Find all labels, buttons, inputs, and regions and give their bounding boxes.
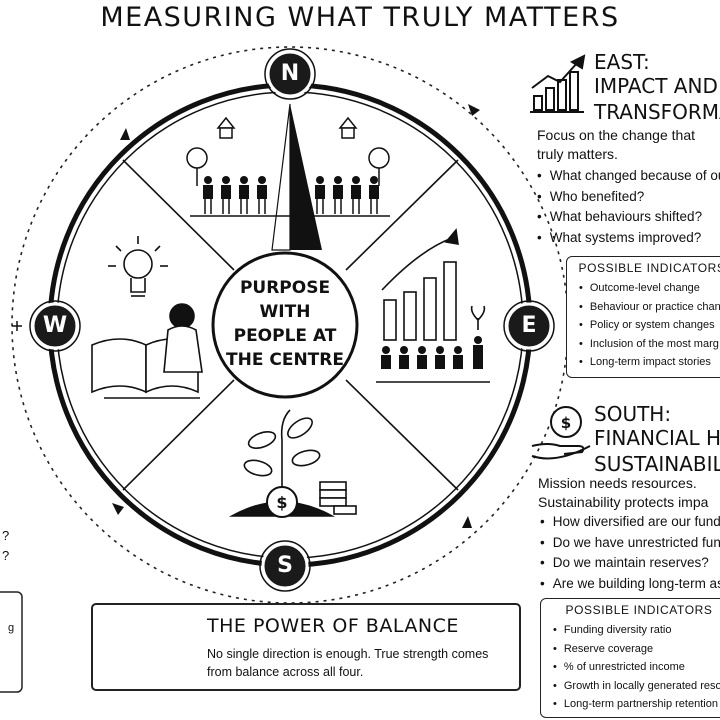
balance-panel: THE POWER OF BALANCE No single direction… — [91, 603, 521, 691]
south-badge — [261, 542, 309, 590]
south-question-4: Are we building long-term as — [540, 574, 720, 595]
center-line-2: WITH — [259, 302, 311, 322]
south-desc-block: Mission needs resources. Sustainability … — [538, 474, 720, 514]
south-title-line-3: SUSTAINABILITY — [594, 452, 720, 476]
east-question-3: What behaviours shifted? — [537, 207, 720, 228]
east-questions-list: What changed because of our Who benefite… — [537, 166, 720, 248]
ring-arrowheads — [112, 104, 480, 528]
south-hand-coin-icon: $ — [531, 406, 591, 460]
wheel-spokes — [122, 159, 459, 491]
south-indicator-3: % of unrestricted income — [553, 658, 720, 677]
east-indicator-3: Policy or system changes — [579, 316, 720, 335]
north-community-illustration — [186, 116, 390, 217]
east-title-line-2: IMPACT AND — [594, 74, 718, 98]
east-indicator-2: Behaviour or practice chan — [579, 298, 720, 317]
center-line-3: PEOPLE AT — [233, 326, 337, 346]
left-fragment-box-text: g — [8, 622, 15, 634]
south-indicator-4: Growth in locally generated reso — [553, 677, 720, 696]
east-indicator-5: Long-term impact stories — [579, 353, 720, 372]
east-question-2: Who benefited? — [537, 187, 720, 208]
west-badge — [31, 302, 79, 350]
east-indicators-list: Outcome-level change Behaviour or practi… — [567, 279, 720, 372]
center-circle — [211, 251, 359, 399]
west-learning-illustration — [91, 236, 203, 399]
east-title-line-1: EAST: — [594, 50, 650, 74]
east-title-line-3: TRANSFORMATI — [594, 100, 720, 124]
south-question-3: Do we maintain reserves? — [540, 553, 720, 574]
svg-text:$: $ — [561, 414, 571, 432]
south-question-1: How diversified are our fundin — [540, 512, 720, 533]
east-chart-icon — [530, 54, 586, 113]
east-indicator-1: Outcome-level change — [579, 279, 720, 298]
north-letter: N — [280, 61, 300, 86]
east-question-4: What systems improved? — [537, 228, 720, 249]
direction-badges — [31, 50, 553, 590]
east-letter: E — [521, 313, 537, 338]
south-letter: S — [277, 553, 293, 578]
east-indicator-4: Inclusion of the most marg — [579, 335, 720, 354]
east-question-1: What changed because of our — [537, 166, 720, 187]
north-badge — [266, 50, 314, 98]
east-questions-block: What changed because of our Who benefite… — [537, 166, 720, 252]
page-title: MEASURING WHAT TRULY MATTERS — [100, 2, 620, 33]
south-question-2: Do we have unrestricted func — [540, 533, 720, 554]
east-growth-illustration — [376, 228, 490, 383]
south-indicator-1: Funding diversity ratio — [553, 621, 720, 640]
svg-text:$: $ — [276, 493, 287, 512]
south-questions-block: How diversified are our fundin Do we hav… — [540, 512, 720, 596]
south-indicator-2: Reserve coverage — [553, 640, 720, 659]
south-title-line-1: SOUTH: — [594, 402, 672, 426]
balance-text: No single direction is enough. True stre… — [207, 647, 489, 679]
left-partial-box — [0, 591, 23, 693]
south-questions-list: How diversified are our fundin Do we hav… — [540, 512, 720, 594]
south-indicators-box: POSSIBLE INDICATORS Funding diversity ra… — [540, 598, 720, 718]
south-finance-illustration: $ — [228, 409, 357, 518]
east-indicators-box: POSSIBLE INDICATORS Outcome-level change… — [566, 256, 720, 378]
east-desc-line-2: truly matters. — [537, 146, 618, 162]
east-badge — [505, 302, 553, 350]
south-indicators-title: POSSIBLE INDICATORS — [565, 603, 713, 617]
west-letter: W — [42, 313, 68, 338]
south-title-line-2: FINANCIAL HEAL — [594, 426, 720, 450]
east-desc-line-1: Focus on the change that — [537, 127, 695, 143]
south-desc-line-2: Sustainability protects impa — [538, 494, 709, 510]
center-line-4: THE CENTRE — [226, 350, 344, 370]
balance-title: THE POWER OF BALANCE — [207, 615, 459, 637]
east-title-block: IMPACT AND TRANSFORMATI — [592, 74, 720, 126]
east-indicators-title: POSSIBLE INDICATORS — [578, 261, 720, 275]
center-purpose-text: PURPOSE WITH PEOPLE AT THE CENTRE — [218, 276, 352, 372]
south-desc-line-1: Mission needs resources. — [538, 475, 697, 491]
center-line-1: PURPOSE — [239, 278, 331, 298]
south-indicators-list: Funding diversity ratio Reserve coverage… — [541, 621, 720, 714]
south-indicator-5: Long-term partnership retention — [553, 695, 720, 714]
left-fragment-question-2: ? — [2, 548, 10, 563]
south-title-block: FINANCIAL HEAL SUSTAINABILITY — [592, 426, 720, 478]
left-fragment-question-1: ? — [2, 528, 10, 543]
